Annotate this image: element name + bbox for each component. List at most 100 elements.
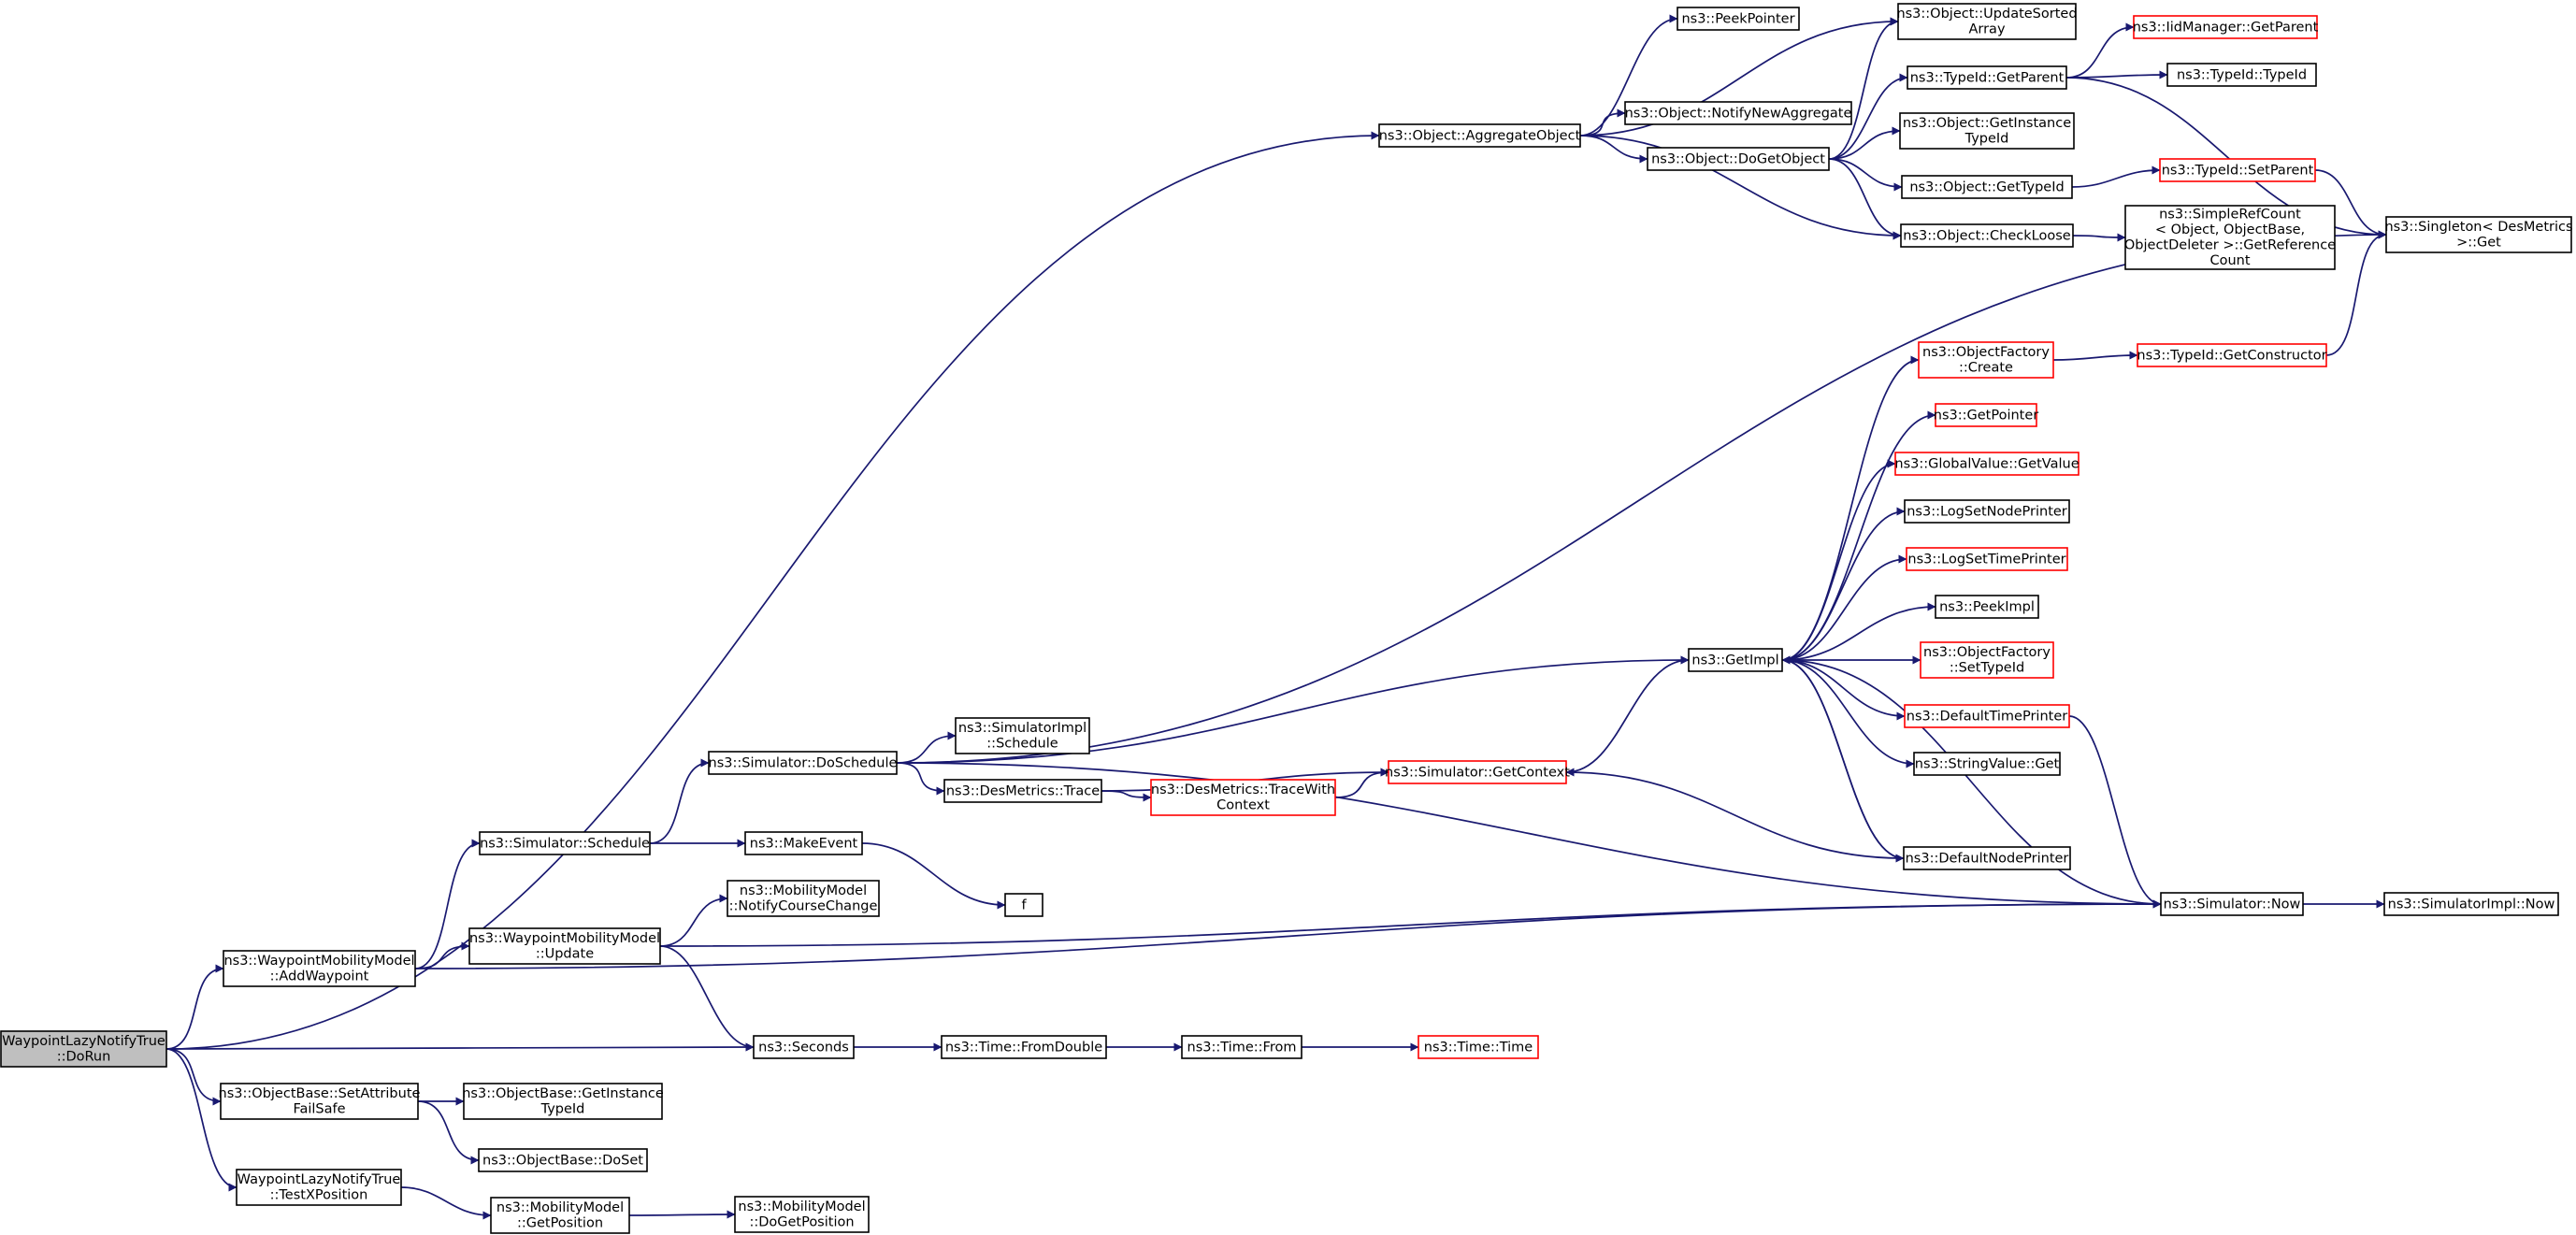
node-obj_aggregate[interactable]: ns3::Object::AggregateObject xyxy=(1378,123,1581,148)
edge-sim_dosched-to-getimpl xyxy=(896,655,1690,764)
node-label: ns3::StringValue::Get xyxy=(1915,756,2060,771)
node-box xyxy=(490,1197,630,1234)
node-seconds[interactable]: ns3::Seconds xyxy=(753,1035,855,1059)
node-label: Array xyxy=(1968,22,2005,37)
node-obj_gettid[interactable]: ns3::Object::GetTypeId xyxy=(1901,175,2073,199)
node-label: ns3::SimpleRefCount xyxy=(2159,208,2301,223)
node-label: ns3::MakeEvent xyxy=(750,836,858,851)
node-box xyxy=(1899,112,2075,150)
node-label: ns3::GetImpl xyxy=(1691,653,1778,668)
node-simimpl_sched[interactable]: ns3::SimulatorImpl::Schedule xyxy=(955,717,1090,754)
node-stringvalue_get[interactable]: ns3::StringValue::Get xyxy=(1913,752,2061,776)
node-label: ns3::Object::CheckLoose xyxy=(1903,228,2070,243)
node-sim_sched[interactable]: ns3::Simulator::Schedule xyxy=(479,831,651,855)
node-box xyxy=(2133,15,2318,39)
edge-tid_getctor-to-singleton_get xyxy=(2325,230,2387,356)
node-label: ns3::GlobalValue::GetValue xyxy=(1894,456,2079,471)
edge-obj_gettid-to-tid_setparent xyxy=(2071,165,2161,188)
node-label: ns3::MobilityModel xyxy=(740,883,867,898)
edge-obj_checkloose-to-simplerefcount xyxy=(2072,233,2126,242)
node-obj_checkloose[interactable]: ns3::Object::CheckLoose xyxy=(1900,223,2074,248)
edge-tid_getparent-to-iidmgr_getparent xyxy=(2065,22,2135,79)
node-label: ns3::Object::NotifyNewAggregate xyxy=(1625,106,1852,121)
edge-sim_dosched-to-dm_trace xyxy=(896,762,945,796)
node-getpointer[interactable]: ns3::GetPointer xyxy=(1934,403,2039,427)
node-f[interactable]: f xyxy=(1004,893,1043,917)
node-box xyxy=(220,1083,419,1120)
node-singleton_get[interactable]: ns3::Singleton< DesMetrics >::Get xyxy=(2384,216,2573,253)
node-peekpointer[interactable]: ns3::PeekPointer xyxy=(1677,7,1800,31)
node-box xyxy=(1388,760,1567,784)
node-obj_dogetobj[interactable]: ns3::Object::DoGetObject xyxy=(1647,147,1830,171)
node-label: ::NotifyCourseChange xyxy=(729,899,878,914)
node-simplerefcount[interactable]: ns3::SimpleRefCount< Object, ObjectBase,… xyxy=(2124,205,2336,270)
edge-defaultnode-to-sim_getctx xyxy=(1565,768,1905,859)
node-label: ::Create xyxy=(1959,361,2013,376)
node-simimpl_now[interactable]: ns3::SimulatorImpl::Now xyxy=(2383,892,2559,916)
node-box xyxy=(1418,1035,1539,1059)
node-box xyxy=(2160,892,2304,916)
node-logsettime[interactable]: ns3::LogSetTimePrinter xyxy=(1906,547,2068,571)
node-box xyxy=(2124,205,2336,270)
node-sim_dosched[interactable]: ns3::Simulator::DoSchedule xyxy=(708,751,898,775)
node-label: ns3::PeekImpl xyxy=(1939,599,2035,614)
node-sim_now[interactable]: ns3::Simulator::Now xyxy=(2160,892,2304,916)
node-makeevent[interactable]: ns3::MakeEvent xyxy=(744,831,863,855)
node-sim_getctx[interactable]: ns3::Simulator::GetContext xyxy=(1385,760,1570,784)
node-getimpl[interactable]: ns3::GetImpl xyxy=(1688,648,1783,672)
node-wmm_update[interactable]: ns3::WaypointMobilityModel::Update xyxy=(468,927,661,965)
node-mm_notify[interactable]: ns3::MobilityModel::NotifyCourseChange xyxy=(727,880,880,917)
node-label: Context xyxy=(1216,798,1270,813)
node-iidmgr_getparent[interactable]: ns3::IidManager::GetParent xyxy=(2133,15,2319,39)
node-label: < Object, ObjectBase, xyxy=(2155,223,2305,237)
edge-tid_setparent-to-singleton_get xyxy=(2314,169,2387,239)
node-tid_getparent[interactable]: ns3::TypeId::GetParent xyxy=(1907,65,2067,90)
node-mm_dogetpos[interactable]: ns3::MobilityModel::DoGetPosition xyxy=(734,1196,870,1233)
node-logsetnode[interactable]: ns3::LogSetNodePrinter xyxy=(1904,499,2070,524)
node-label: ns3::Time::FromDouble xyxy=(945,1040,1102,1055)
node-box xyxy=(1901,175,2073,199)
node-testx[interactable]: WaypointLazyNotifyTrue::TestXPosition xyxy=(236,1169,402,1206)
edge-wmm_add-to-sim_sched xyxy=(414,839,481,969)
node-label: TypeId xyxy=(540,1102,585,1117)
node-tid_setparent[interactable]: ns3::TypeId::SetParent xyxy=(2159,158,2316,182)
node-time_from[interactable]: ns3::Time::From xyxy=(1181,1035,1302,1059)
node-time_time[interactable]: ns3::Time::Time xyxy=(1418,1035,1539,1059)
node-label: ns3::Object::UpdateSorted xyxy=(1896,7,2077,22)
node-ob_doset[interactable]: ns3::ObjectBase::DoSet xyxy=(478,1148,648,1172)
node-mm_getpos[interactable]: ns3::MobilityModel::GetPosition xyxy=(490,1197,630,1234)
node-peekimpl[interactable]: ns3::PeekImpl xyxy=(1935,595,2039,619)
edge-obj_dogetobj-to-obj_updatesorted xyxy=(1828,17,1899,160)
node-label: ns3::Simulator::Schedule xyxy=(480,836,650,851)
node-defaulttime[interactable]: ns3::DefaultTimePrinter xyxy=(1904,704,2070,728)
node-box xyxy=(1920,641,2054,679)
node-label: ::GetPosition xyxy=(517,1216,603,1231)
node-root[interactable]: WaypointLazyNotifyTrue::DoRun xyxy=(0,1030,167,1068)
node-tid_typeid[interactable]: ns3::TypeId::TypeId xyxy=(2166,63,2317,87)
node-objfactory_settid[interactable]: ns3::ObjectFactory::SetTypeId xyxy=(1920,641,2054,679)
node-label: ns3::PeekPointer xyxy=(1681,11,1794,26)
node-label: ns3::SimulatorImpl::Now xyxy=(2388,897,2555,912)
edge-obj_dogetobj-to-obj_gettid xyxy=(1828,158,1903,192)
node-label: ns3::Simulator::Now xyxy=(2164,897,2301,912)
node-time_fromdouble[interactable]: ns3::Time::FromDouble xyxy=(941,1035,1107,1059)
node-label: ns3::DefaultTimePrinter xyxy=(1907,709,2067,724)
node-obj_notifynew[interactable]: ns3::Object::NotifyNewAggregate xyxy=(1624,101,1852,125)
node-label: ns3::TypeId::SetParent xyxy=(2162,163,2314,178)
node-wmm_add[interactable]: ns3::WaypointMobilityModel::AddWaypoint xyxy=(223,950,416,987)
node-label: ns3::Object::DoGetObject xyxy=(1651,151,1825,166)
edge-root-to-testx xyxy=(165,1048,237,1192)
node-box xyxy=(479,831,651,855)
node-box xyxy=(468,927,661,965)
node-tid_getctor[interactable]: ns3::TypeId::GetConstructor xyxy=(2137,343,2327,367)
node-dm_trace[interactable]: ns3::DesMetrics::Trace xyxy=(943,779,1102,803)
node-defaultnode[interactable]: ns3::DefaultNodePrinter xyxy=(1903,846,2071,870)
node-objfactory_create[interactable]: ns3::ObjectFactory::Create xyxy=(1918,341,2054,379)
node-label: ::TestXPosition xyxy=(270,1188,368,1203)
node-gv_getvalue[interactable]: ns3::GlobalValue::GetValue xyxy=(1894,452,2080,476)
